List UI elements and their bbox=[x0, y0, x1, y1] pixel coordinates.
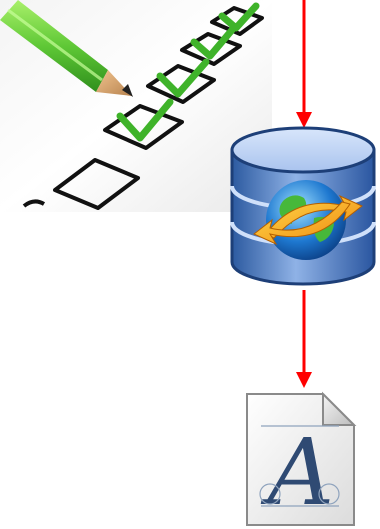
checklist-pencil-icon bbox=[0, 0, 272, 212]
checkbox-3 bbox=[146, 64, 216, 104]
checkbox-2 bbox=[103, 104, 184, 150]
checklist-image bbox=[0, 0, 272, 212]
web-database-icon bbox=[226, 122, 380, 290]
font-file-icon: A bbox=[243, 390, 358, 529]
check-mark-4 bbox=[190, 26, 236, 60]
check-mark-2 bbox=[116, 98, 174, 142]
checkbox-4 bbox=[180, 32, 242, 66]
check-mark-3 bbox=[156, 58, 210, 98]
pencil bbox=[0, 0, 133, 97]
globe-icon bbox=[253, 180, 363, 260]
arrow-to-font-file bbox=[296, 290, 312, 388]
font-glyph: A bbox=[260, 419, 334, 526]
check-mark-5 bbox=[218, 2, 260, 32]
checkbox-1 bbox=[53, 158, 140, 210]
arrow-to-database bbox=[296, 0, 312, 128]
